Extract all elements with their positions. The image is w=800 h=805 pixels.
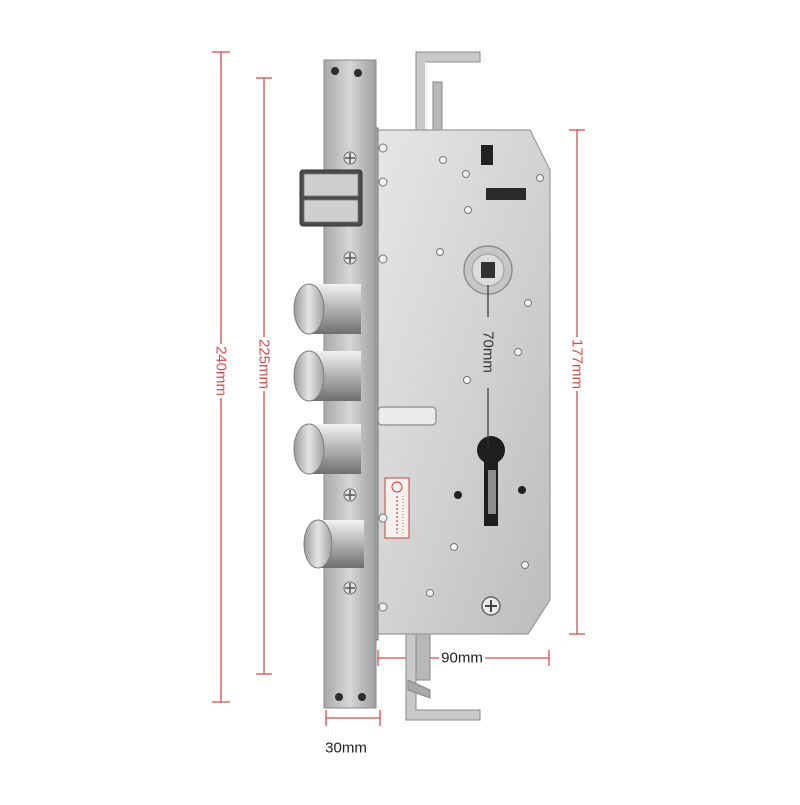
backset-label: 70mm bbox=[479, 331, 497, 373]
faceplate-height-label: 225mm bbox=[255, 336, 273, 392]
housing-screws bbox=[378, 143, 388, 612]
round-bolt-1 bbox=[293, 283, 361, 335]
spindle-square bbox=[481, 262, 495, 278]
case-width-label: 90mm bbox=[439, 649, 485, 667]
round-bolt-4 bbox=[303, 519, 364, 569]
case-rivets bbox=[426, 156, 544, 597]
round-bolt-2 bbox=[293, 350, 361, 402]
case-height-label: 177mm bbox=[568, 336, 586, 392]
latch-slot bbox=[481, 145, 493, 165]
cylinder-hole bbox=[454, 436, 526, 526]
round-bolt-3 bbox=[293, 423, 361, 475]
total-height-label: 240mm bbox=[212, 343, 230, 399]
slide-bar bbox=[377, 406, 437, 426]
faceplate-holes bbox=[331, 67, 366, 701]
top-hook bbox=[415, 51, 481, 133]
lock-case bbox=[375, 129, 551, 635]
round-bolts bbox=[293, 283, 364, 569]
deadbolt-slot bbox=[486, 188, 526, 200]
certification-label bbox=[384, 477, 410, 539]
faceplate-width-label: 30mm bbox=[323, 739, 369, 757]
latch-bolt bbox=[299, 169, 363, 227]
